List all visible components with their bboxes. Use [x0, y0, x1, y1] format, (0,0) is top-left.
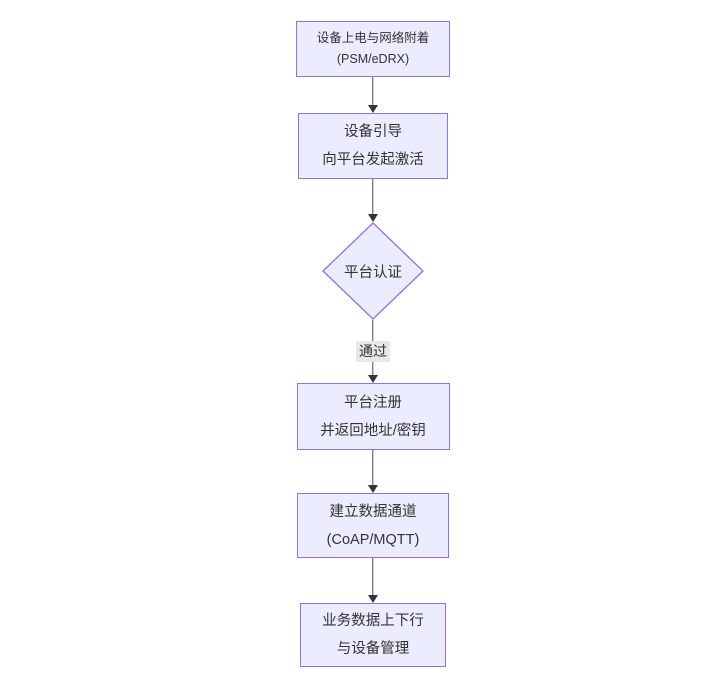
- edge-line: [372, 179, 374, 217]
- arrow-down-icon: [368, 214, 378, 222]
- decision-platform-auth: 平台认证: [322, 222, 424, 320]
- arrow-down-icon: [368, 105, 378, 113]
- node-label-line: 平台注册: [344, 394, 402, 411]
- node-label-line: 与设备管理: [336, 641, 410, 657]
- node-label-line: 向平台发起激活: [322, 152, 424, 168]
- node-business-data: 业务数据上下行 与设备管理: [300, 603, 446, 667]
- node-label-line: 业务数据上下行: [322, 613, 424, 629]
- node-label-line: 设备上电与网络附着: [316, 31, 430, 45]
- node-label-line: 平台认证: [344, 264, 402, 281]
- edge-d-e: [366, 450, 380, 493]
- edge-line: [372, 450, 374, 488]
- edge-label-pass: 通过: [356, 341, 390, 362]
- flowchart-column: 设备上电与网络附着 (PSM/eDRX) 设备引导 向平台发起激活 平台认证 通…: [296, 21, 450, 667]
- arrow-down-icon: [368, 375, 378, 383]
- node-label-line: (CoAP/MQTT): [326, 531, 420, 548]
- node-device-bootstrap: 设备引导 向平台发起激活: [298, 113, 448, 179]
- diamond-shape: [322, 222, 424, 320]
- edge-line: [372, 77, 374, 108]
- arrow-down-icon: [368, 595, 378, 603]
- node-power-network-attach: 设备上电与网络附着 (PSM/eDRX): [296, 21, 450, 77]
- edge-b-c: [366, 179, 380, 222]
- edge-a-b: [366, 77, 380, 113]
- node-label-line: 设备引导: [344, 124, 402, 140]
- arrow-down-icon: [368, 485, 378, 493]
- edge-line: [372, 558, 374, 598]
- node-data-channel: 建立数据通道 (CoAP/MQTT): [297, 493, 449, 558]
- node-label-line: (PSM/eDRX): [336, 52, 410, 66]
- node-label-line: 并返回地址/密钥: [320, 422, 426, 439]
- node-label-line: 建立数据通道: [329, 503, 417, 520]
- node-platform-register: 平台注册 并返回地址/密钥: [296, 383, 450, 450]
- edge-c-d: 通过: [356, 320, 390, 383]
- edge-e-f: [366, 558, 380, 603]
